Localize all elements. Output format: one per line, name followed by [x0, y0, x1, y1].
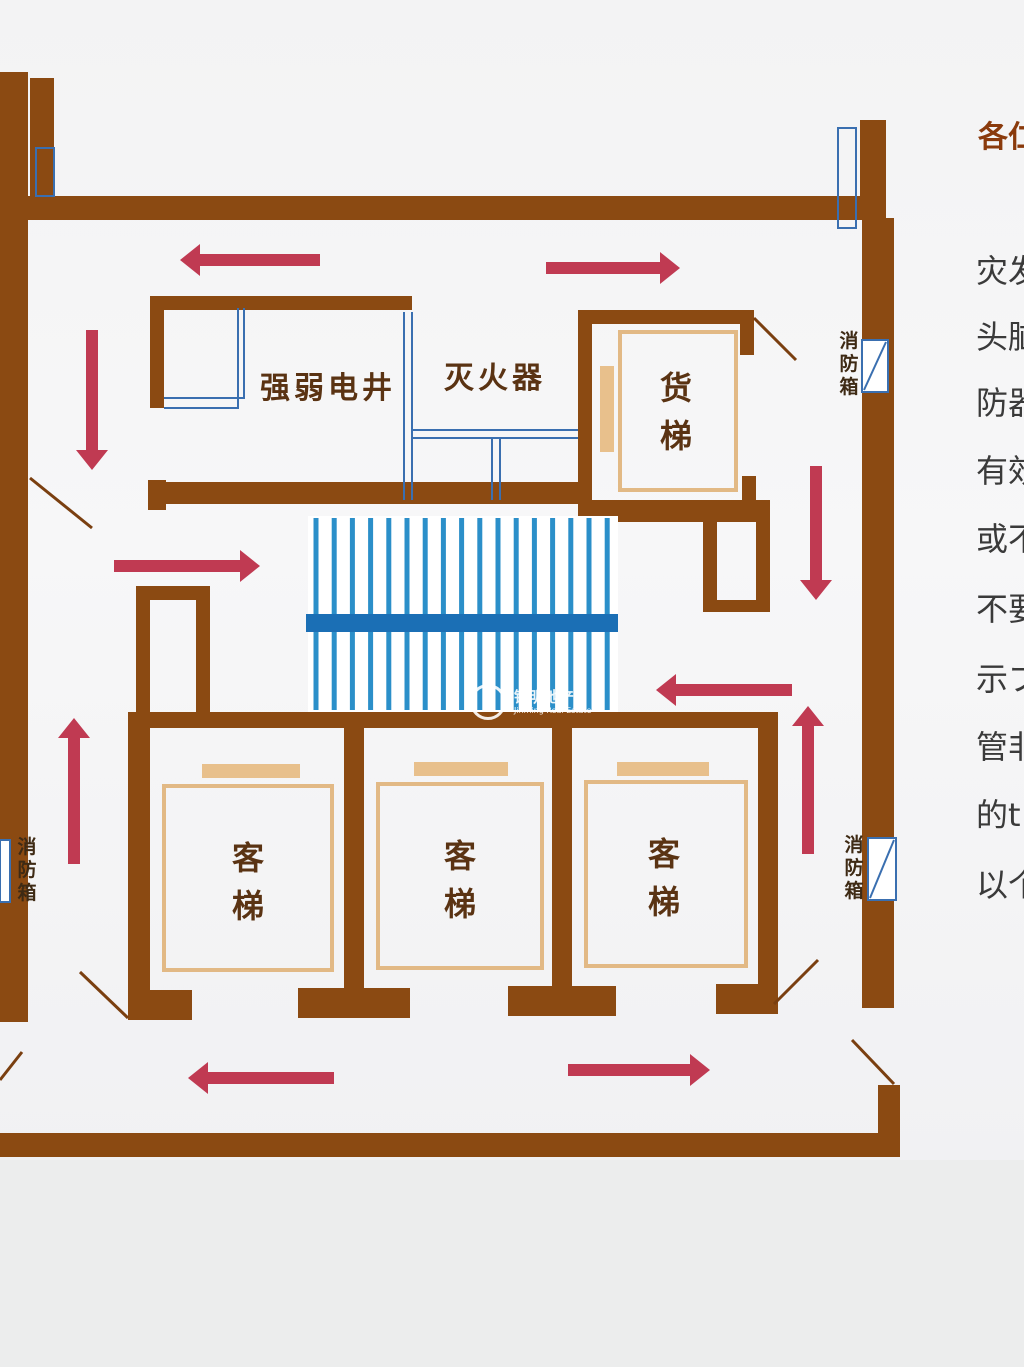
wall-top-left-stub	[30, 78, 54, 198]
evacuation-arrow-up-icon	[792, 706, 824, 854]
wall-shaft-left	[150, 296, 164, 408]
side-line-6: 不要	[976, 590, 1024, 628]
wall-core-top-stub	[148, 480, 166, 510]
lift-1-char-2: 梯	[231, 887, 264, 925]
watermark-logo-icon	[470, 684, 506, 720]
wall-door-1	[128, 990, 192, 1020]
evacuation-arrow-right-icon	[546, 252, 680, 284]
side-line-1: 灾发	[976, 252, 1024, 290]
passenger-lift-car-1	[162, 784, 334, 972]
fire-box-1-char-3: 箱	[839, 376, 859, 398]
fire-box-symbol-left	[0, 839, 11, 903]
evacuation-arrows	[58, 244, 832, 1094]
stair-landing-bar	[306, 614, 618, 632]
side-line-3: 防器	[976, 384, 1024, 422]
watermark-text-en: Jinming Real Estate	[514, 706, 592, 715]
wall-right-box-left	[703, 500, 717, 612]
passenger-lift-car-2	[376, 782, 544, 970]
freight-lift-car	[618, 330, 738, 492]
evacuation-arrow-right-icon	[568, 1054, 710, 1086]
lift-2-char-2: 梯	[443, 885, 476, 923]
wall-lobby-right	[758, 712, 778, 1008]
wall-core-bottom	[136, 712, 770, 728]
passenger-lift-label-2: 客 梯	[440, 832, 480, 928]
extinguisher-label: 灭火器	[444, 361, 546, 396]
wall-door-2	[298, 988, 410, 1018]
wall-core-top	[148, 482, 580, 504]
wall-lobby-left	[128, 712, 150, 1012]
wall-top	[20, 196, 885, 220]
lift-3-char-1: 客	[647, 835, 680, 873]
fire-box-label-top-right: 消 防 箱	[838, 330, 860, 399]
fire-box-label-left: 消 防 箱	[16, 836, 38, 905]
evacuation-arrow-up-icon	[58, 718, 90, 864]
partitions	[35, 127, 857, 500]
lift-3-char-2: 梯	[647, 883, 680, 921]
evacuation-arrow-right-icon	[114, 550, 260, 582]
lower-sheet	[0, 1160, 1024, 1367]
fire-box-3-char-2: 防	[844, 857, 864, 879]
wall-freight-left	[578, 310, 592, 502]
wall-lift-div-1	[344, 720, 364, 1000]
side-line-4: 有效	[976, 452, 1024, 490]
evacuation-arrow-left-icon	[180, 244, 320, 276]
wall-left-box-top	[136, 586, 208, 600]
fire-box-1-char-1: 消	[839, 330, 859, 352]
fire-hydrant-boxes	[0, 339, 897, 903]
evacuation-arrow-left-icon	[188, 1062, 334, 1094]
side-line-10: 以个	[976, 866, 1024, 904]
lift-2-char-1: 客	[443, 837, 476, 875]
side-line-8: 管非	[976, 728, 1024, 766]
passenger-lift-label-3: 客 梯	[644, 830, 684, 926]
fire-box-2-char-1: 消	[17, 836, 37, 858]
side-line-5: 或不	[976, 520, 1024, 558]
evacuation-arrow-down-icon	[76, 330, 108, 470]
wall-shaft-top	[150, 296, 412, 310]
lift-1-char-1: 客	[231, 839, 264, 877]
stairs	[306, 516, 618, 712]
side-line-9: 的t	[976, 796, 1021, 834]
fire-box-2-char-3: 箱	[17, 882, 37, 904]
fire-box-2-char-2: 防	[17, 859, 37, 881]
evacuation-arrow-down-icon	[800, 466, 832, 600]
wall-freight-right-a	[740, 310, 754, 355]
door-swings	[0, 316, 896, 1086]
freight-lift-char-2: 梯	[659, 417, 692, 455]
freight-lift-label: 货 梯	[656, 364, 696, 460]
watermark-text-cn: 锦明地产	[514, 688, 575, 706]
fire-box-3-char-3: 箱	[844, 880, 864, 902]
side-panel-title: 各仁	[978, 120, 1024, 155]
walls	[0, 72, 900, 1157]
fire-box-label-right: 消 防 箱	[843, 834, 865, 903]
wall-right-box-right	[756, 500, 770, 612]
side-line-7: 示ブ	[976, 660, 1024, 698]
wall-freight-bottom	[578, 500, 770, 522]
fire-box-3-char-1: 消	[844, 834, 864, 856]
passenger-lift-car-3	[584, 780, 748, 968]
passenger-lift-label-1: 客 梯	[228, 834, 268, 930]
lift-cars	[162, 330, 748, 972]
evacuation-arrow-left-icon	[656, 674, 792, 706]
wall-left-box-right	[196, 586, 210, 716]
side-line-2: 头脑	[976, 318, 1024, 356]
wall-door-4	[716, 984, 778, 1014]
wall-lift-div-2	[552, 720, 572, 1000]
lift-doors	[202, 366, 709, 778]
fire-box-1-char-2: 防	[839, 353, 859, 375]
wall-door-3	[508, 986, 616, 1016]
wall-freight-right-b	[742, 476, 756, 504]
wall-right-box-bottom	[703, 600, 770, 612]
wall-bottom-outer	[0, 1133, 900, 1157]
wall-right-top-stub	[860, 120, 886, 220]
electric-shaft-label: 强弱电井	[260, 371, 396, 406]
freight-lift-char-1: 货	[659, 369, 692, 407]
wall-left-box-left	[136, 586, 150, 716]
wall-freight-top	[578, 310, 753, 324]
wall-bottom-right-stub	[878, 1085, 900, 1155]
